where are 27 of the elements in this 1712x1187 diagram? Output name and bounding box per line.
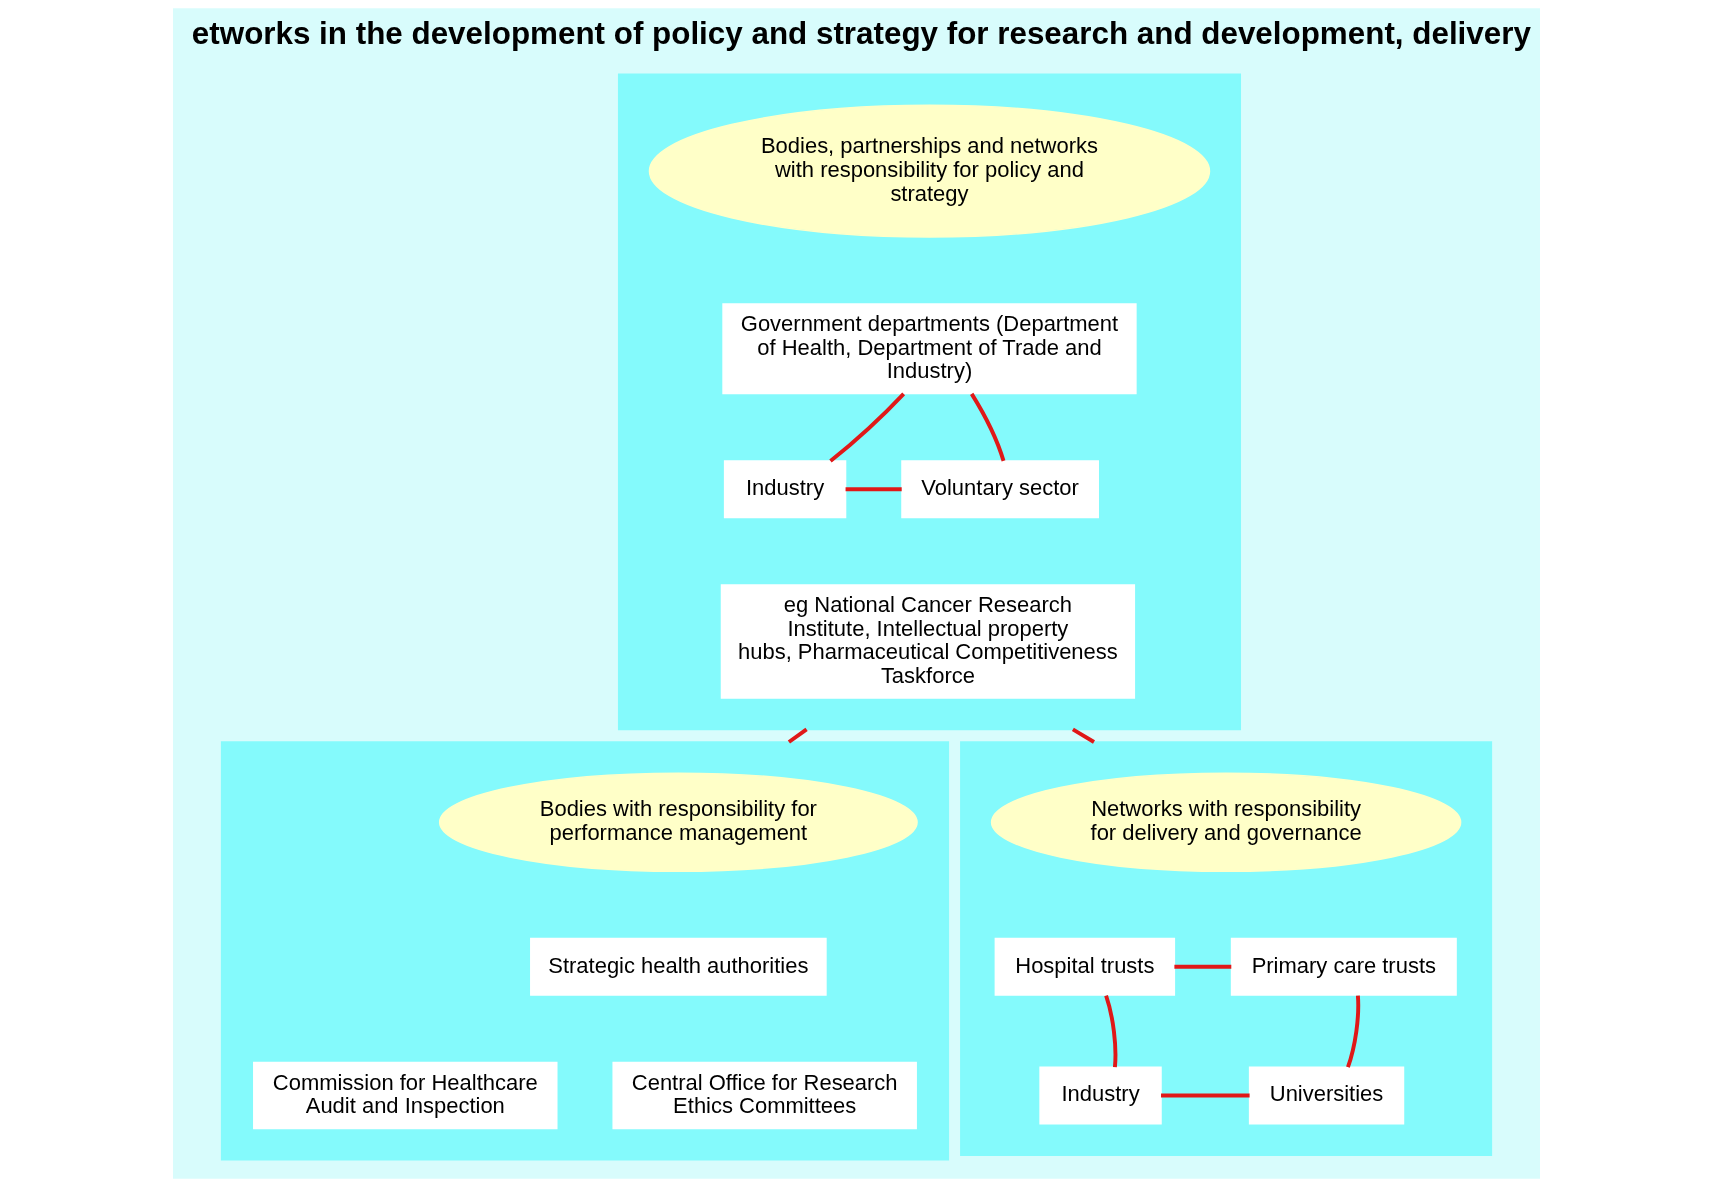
node-box: Primary care trusts xyxy=(1230,937,1457,996)
node-box: Industry xyxy=(723,460,846,519)
connector xyxy=(845,487,902,492)
node-box: Commission for Healthcare Audit and Inspection xyxy=(252,1061,557,1130)
connector xyxy=(1173,964,1231,969)
node-box: eg National Cancer Research Institute, Intellectual property hubs, Pharmaceutical Competitiveness Taskforce xyxy=(720,584,1135,699)
node-box: Strategic health authorities xyxy=(529,937,827,996)
connector xyxy=(1103,995,1117,1068)
node-box: Voluntary sector xyxy=(900,460,1099,519)
connector xyxy=(1160,1093,1250,1098)
connector xyxy=(828,392,905,463)
node-box: Central Office for Research Ethics Committees xyxy=(611,1061,917,1130)
connector xyxy=(1345,995,1360,1068)
node-ellipse: Networks with responsibility for delivery and governance xyxy=(990,772,1461,872)
connector xyxy=(1071,727,1095,744)
node-box: Government departments (Department of Health, Department of Trade and Industry) xyxy=(721,303,1137,395)
node-box: Industry xyxy=(1038,1066,1162,1125)
connector xyxy=(787,727,808,744)
node-ellipse: Bodies with responsibility for performance management xyxy=(438,772,918,872)
cluster xyxy=(220,741,949,1161)
node-box: Universities xyxy=(1248,1066,1404,1125)
cluster xyxy=(959,741,1492,1156)
node-ellipse: Bodies, partnerships and networks with responsibility for policy and strategy xyxy=(648,104,1210,238)
connector xyxy=(969,392,1005,462)
node-box: Hospital trusts xyxy=(994,937,1175,996)
cluster xyxy=(617,73,1241,731)
diagram-title: etworks in the development of policy and strategy for research and development, delivery xyxy=(191,16,1531,52)
